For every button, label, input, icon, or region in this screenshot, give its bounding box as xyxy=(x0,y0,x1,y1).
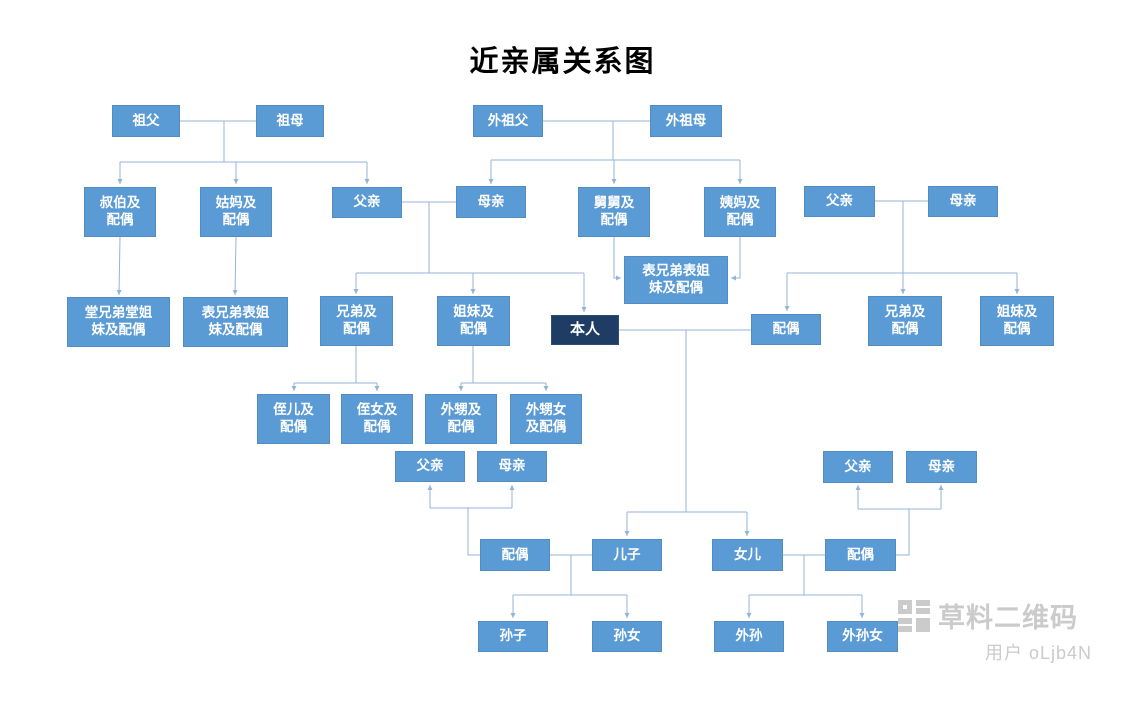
node-paternal-grandfather: 祖父 xyxy=(112,105,180,137)
node-paternal-cousins-and-spouses: 堂兄弟堂姐 妹及配偶 xyxy=(67,297,170,347)
node-daughter-in-law-father: 父亲 xyxy=(395,451,465,482)
node-sisters-and-spouses: 姐妹及 配偶 xyxy=(437,296,510,346)
node-son-in-law: 配偶 xyxy=(825,539,896,571)
node-father: 父亲 xyxy=(332,187,402,218)
node-sororal-nieces-and-spouses: 外甥女 及配偶 xyxy=(510,394,582,444)
node-son-in-law-mother: 母亲 xyxy=(906,451,977,483)
node-son: 儿子 xyxy=(592,539,662,571)
node-brothers-and-spouses: 兄弟及 配偶 xyxy=(320,296,393,346)
node-spouse: 配偶 xyxy=(751,314,821,345)
node-maternal-aunts-and-spouses: 姨妈及 配偶 xyxy=(704,187,776,237)
node-self: 本人 xyxy=(551,315,619,345)
node-daughter-in-law: 配偶 xyxy=(480,539,550,571)
node-maternal-grandfather: 外祖父 xyxy=(473,105,543,137)
node-uncles-and-spouses: 叔伯及 配偶 xyxy=(84,187,156,237)
node-spouse-father: 父亲 xyxy=(804,186,875,217)
node-spouse-sisters-and-spouses: 姐妹及 配偶 xyxy=(980,296,1054,346)
node-paternal-aunts-and-spouses: 姑妈及 配偶 xyxy=(200,187,272,237)
node-grandson: 孙子 xyxy=(478,621,548,652)
diagram-title: 近亲属关系图 xyxy=(469,46,656,78)
node-sororal-nephews-and-spouses: 外甥及 配偶 xyxy=(425,394,497,444)
node-spouse-brothers-and-spouses: 兄弟及 配偶 xyxy=(868,296,942,346)
node-spouse-mother: 母亲 xyxy=(928,186,998,217)
node-nephews-and-spouses: 侄儿及 配偶 xyxy=(257,394,330,444)
node-maternal-cousins-and-spouses: 表兄弟表姐 妹及配偶 xyxy=(624,256,728,304)
node-aunt-cousins-and-spouses: 表兄弟表姐 妹及配偶 xyxy=(183,297,288,347)
node-granddaughter: 孙女 xyxy=(592,621,662,652)
node-daughter: 女儿 xyxy=(712,539,783,571)
node-paternal-grandmother: 祖母 xyxy=(256,105,324,137)
node-daughter-in-law-mother: 母亲 xyxy=(477,451,547,482)
node-maternal-uncles-and-spouses: 舅舅及 配偶 xyxy=(578,187,650,237)
node-mother: 母亲 xyxy=(456,186,526,218)
node-daughters-son: 外孙 xyxy=(714,621,784,652)
node-daughters-daughter: 外孙女 xyxy=(827,621,898,652)
node-son-in-law-father: 父亲 xyxy=(823,451,893,483)
node-maternal-grandmother: 外祖母 xyxy=(650,105,722,137)
node-nieces-and-spouses: 侄女及 配偶 xyxy=(341,394,413,444)
